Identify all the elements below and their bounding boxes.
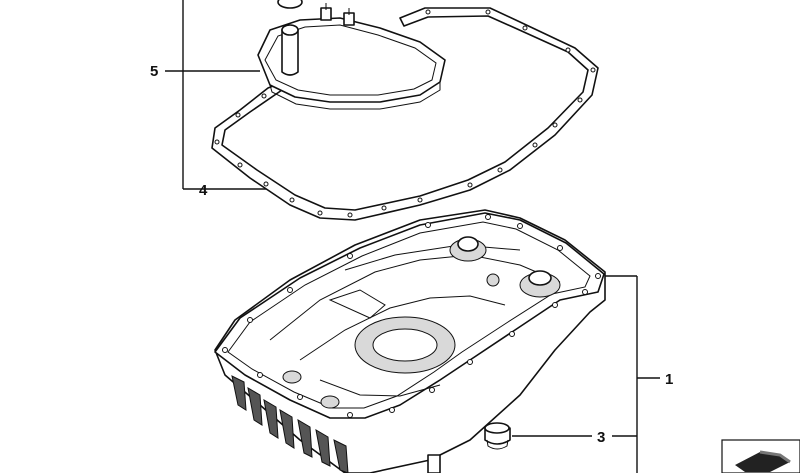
drain-plug-part-3 [484, 422, 511, 450]
callout-3: 3 [597, 429, 605, 446]
oil-pan-part-1 [214, 209, 606, 473]
callout-4: 4 [199, 182, 208, 199]
filter-part-5 [257, 0, 446, 110]
callout-5: 5 [150, 63, 158, 80]
pan-cooling-fins [231, 375, 349, 473]
part-symbol-icon [721, 439, 800, 473]
pan-magnet-bosses [282, 236, 561, 409]
pan-bolt-holes [222, 214, 601, 418]
leader-lines [165, 0, 660, 473]
callout-1: 1 [665, 371, 673, 388]
gasket-bolt-holes [214, 9, 596, 218]
